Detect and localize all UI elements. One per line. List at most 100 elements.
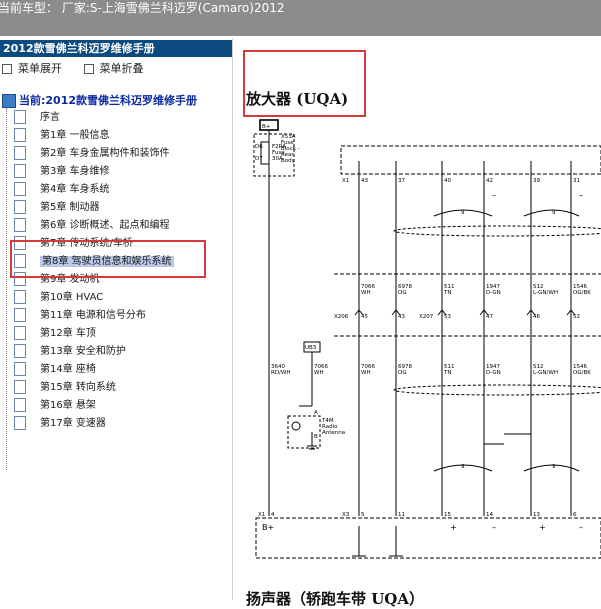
tree-item-label: 第16章 悬架	[40, 400, 96, 411]
antenna-label: T4M	[321, 418, 334, 424]
bplus-bottom-label: B+	[262, 523, 274, 532]
tree-item-label: 序言	[40, 112, 60, 123]
tree-item-label: 第13章 安全和防护	[40, 346, 126, 357]
document-icon	[14, 272, 26, 286]
tree-item[interactable]: 第17章 变速器	[14, 416, 106, 432]
tree-item-label: 第17章 变速器	[40, 418, 106, 429]
tree-item[interactable]: 序言	[14, 110, 60, 126]
tree-item[interactable]: 第14章 座椅	[14, 362, 96, 378]
document-icon	[14, 182, 26, 196]
mid-pin: 43	[398, 314, 405, 320]
document-icon	[14, 128, 26, 142]
minus-mark: –	[579, 191, 583, 200]
document-icon	[14, 416, 26, 430]
tree-item[interactable]: 第15章 转向系统	[14, 380, 116, 396]
menu-expand-button[interactable]: 菜单展开	[2, 60, 62, 76]
document-icon	[14, 164, 26, 178]
bottom-pin: 14	[486, 512, 493, 518]
wire-number: 6978	[398, 364, 412, 370]
connector-x3: X3	[342, 512, 350, 518]
tree-item-label: 第9章 发动机	[40, 274, 100, 285]
tree-item[interactable]: 第12章 车顶	[14, 326, 96, 342]
fuse-block-label: Block -	[281, 146, 300, 152]
document-icon	[14, 380, 26, 394]
tree-guide-line	[6, 108, 7, 470]
wiring-diagram: B+ X53A Fuse Block - Rear Body D6 D7 F2R…	[253, 119, 601, 559]
wire-number: 3640	[271, 364, 285, 370]
twist-number: 9	[552, 210, 556, 216]
tree-item[interactable]: 第9章 发动机	[14, 272, 100, 288]
tree-item-label: 第15章 转向系统	[40, 382, 116, 393]
collapse-icon	[83, 64, 94, 74]
document-icon	[14, 110, 26, 124]
connector-x206: X206	[334, 314, 349, 320]
document-icon	[14, 398, 26, 412]
tree-item-label: 第2章 车身金属构件和装饰件	[40, 148, 170, 159]
document-icon	[14, 254, 26, 268]
mid-pin: 46	[533, 314, 540, 320]
tree-item-label: 第14章 座椅	[40, 364, 96, 375]
menu-controls: 菜单展开 菜单折叠	[0, 60, 144, 76]
top-bar: 当前车型： 厂家:S-上海雪佛兰科迈罗(Camaro)2012	[0, 0, 601, 36]
wire-color: WH	[361, 370, 371, 376]
wire-number: 1947	[486, 284, 500, 290]
antenna-label: Radio	[322, 424, 338, 430]
tree-item[interactable]: 第13章 安全和防护	[14, 344, 126, 360]
tree-item-label: 第10章 HVAC	[40, 292, 104, 303]
plus-mark: +	[450, 523, 457, 532]
wire-color: OG	[398, 370, 407, 376]
top-pin: 37	[398, 178, 405, 184]
minus-mark: –	[492, 191, 496, 200]
tree-item-label: 第8章 驾驶员信息和娱乐系统	[40, 256, 174, 267]
tree-item[interactable]: 第1章 一般信息	[14, 128, 110, 144]
menu-collapse-label: 菜单折叠	[99, 62, 144, 75]
document-icon	[14, 326, 26, 340]
tree-item[interactable]: 第2章 车身金属构件和装饰件	[14, 146, 170, 162]
top-pin: 31	[573, 178, 580, 184]
fuse-text: 30A	[272, 156, 283, 162]
wire-color: WH	[361, 290, 371, 296]
fuse-pin-label: D7	[255, 156, 263, 162]
tree-item[interactable]: 第16章 悬架	[14, 398, 96, 414]
fuse-block-label: Rear	[281, 152, 294, 158]
document-icon	[14, 218, 26, 232]
wire-color: L-GN/WH	[533, 370, 558, 376]
wire-color: D-GN	[486, 290, 501, 296]
top-pin: 40	[444, 178, 451, 184]
menu-collapse-button[interactable]: 菜单折叠	[83, 60, 144, 76]
tree-root-label: 当前:2012款雪佛兰科迈罗维修手册	[19, 94, 198, 107]
menu-expand-label: 菜单展开	[18, 62, 62, 75]
wire-color: D-GN	[486, 370, 501, 376]
document-icon	[14, 344, 26, 358]
bottom-pin: 4	[271, 512, 275, 518]
bottom-pin: 11	[398, 512, 405, 518]
wire-number: 511	[444, 284, 455, 290]
tree-item[interactable]: 第4章 车身系统	[14, 182, 110, 198]
tree-item[interactable]: 第8章 驾驶员信息和娱乐系统	[14, 254, 174, 270]
wire-number: 7066	[361, 364, 375, 370]
sidebar: 2012款雪佛兰科迈罗维修手册 菜单展开 菜单折叠 当前:2012款雪佛兰科迈罗…	[0, 38, 233, 600]
section-heading: 放大器 (UQA)	[246, 90, 349, 108]
mid-pin: 45	[361, 314, 368, 320]
tree-item[interactable]: 第3章 车身维修	[14, 164, 110, 180]
minus-mark: –	[492, 523, 496, 532]
document-icon	[14, 290, 26, 304]
wire-color: L-GN/WH	[533, 290, 558, 296]
tree-item-label: 第6章 诊断概述、起点和编程	[40, 220, 170, 231]
highlight-box-heading	[243, 50, 366, 117]
tree-root[interactable]: 当前:2012款雪佛兰科迈罗维修手册	[2, 92, 197, 108]
top-pin: 39	[533, 178, 540, 184]
bottom-pin: 6	[573, 512, 577, 518]
document-icon	[14, 236, 26, 250]
tree-item[interactable]: 第11章 电源和信号分布	[14, 308, 146, 324]
wire-number: 7066	[361, 284, 375, 290]
tree-item[interactable]: 第7章 传动系统/车桥	[14, 236, 133, 252]
tree-item[interactable]: 第6章 诊断概述、起点和编程	[14, 218, 170, 234]
tree-item[interactable]: 第5章 制动器	[14, 200, 100, 216]
minus-mark: –	[579, 523, 583, 532]
wire-number: 1947	[486, 364, 500, 370]
tree-item[interactable]: 第10章 HVAC	[14, 290, 103, 306]
wire-color: WH	[314, 370, 324, 376]
fuse-block-label: Fuse	[281, 140, 294, 146]
section-heading-2: 扬声器（轿跑车带 UQA）	[246, 590, 425, 608]
